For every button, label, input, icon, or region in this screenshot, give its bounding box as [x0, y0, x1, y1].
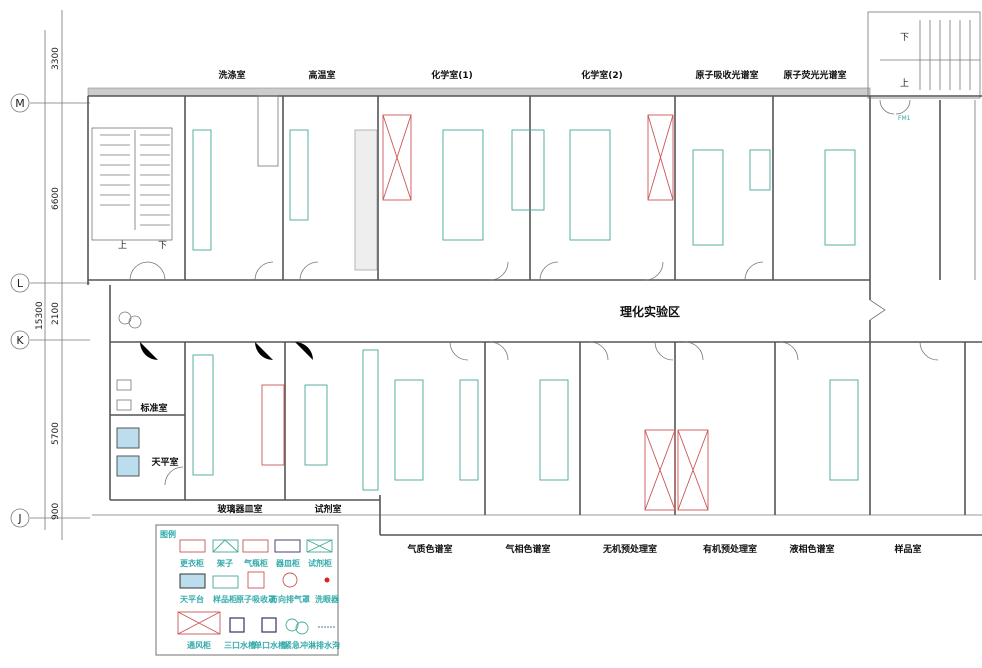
- legend: 图例 更衣柜 架子 气瓶柜 器皿柜 试剂柜 天平台 样品柜 原子吸收罩 万向排气…: [155, 524, 340, 656]
- room-label: 标准室: [139, 402, 167, 414]
- room-label: 气质色谱室: [406, 543, 452, 555]
- stairwell-left: 上 下: [91, 127, 173, 251]
- room-label: 化学室(1): [431, 69, 473, 81]
- room-label: 原子吸收光谱室: [695, 69, 758, 81]
- room-label: 气相色谱室: [504, 543, 550, 555]
- svg-text:排水沟: 排水沟: [316, 640, 340, 650]
- room-labels-bottom: 玻璃器皿室 试剂室 气质色谱室 气相色谱室 无机预处理室 有机预处理室 液相色谱…: [217, 503, 921, 555]
- room-labels-left: 标准室 天平室: [139, 402, 178, 468]
- svg-text:三口水槽: 三口水槽: [224, 640, 256, 650]
- room-label: 有机预处理室: [703, 543, 757, 555]
- svg-text:5700: 5700: [51, 422, 61, 445]
- corridor-label: 理化实验区: [620, 304, 680, 319]
- door-label-fm1: FM1: [898, 115, 911, 122]
- room-label: 玻璃器皿室: [217, 503, 262, 515]
- equipment: [116, 95, 859, 511]
- svg-text:更衣柜: 更衣柜: [180, 558, 204, 568]
- stairwell-right: 下 上: [880, 20, 980, 90]
- svg-text:2100: 2100: [51, 302, 61, 325]
- room-label: 无机预处理室: [602, 543, 657, 555]
- svg-text:900: 900: [51, 503, 61, 520]
- room-label: 化学室(2): [581, 69, 623, 81]
- room-label: 液相色谱室: [789, 543, 834, 555]
- svg-text:下: 下: [900, 33, 909, 43]
- svg-text:天平台: 天平台: [180, 594, 204, 604]
- axis-label-l: L: [17, 277, 24, 290]
- svg-text:上: 上: [900, 78, 909, 89]
- dimension-labels: 3300 6600 2100 5700 900 15300: [35, 47, 61, 520]
- axis-label-k: K: [16, 334, 24, 347]
- axis-markers: M L K J: [10, 93, 30, 528]
- room-label: 样品室: [894, 543, 921, 555]
- axis-label-j: J: [17, 512, 21, 525]
- svg-text:6600: 6600: [51, 187, 61, 210]
- room-label: 原子荧光光谱室: [783, 69, 846, 81]
- room-label: 天平室: [151, 456, 178, 468]
- room-labels-top: 洗涤室 高温室 化学室(1) 化学室(2) 原子吸收光谱室 原子荧光光谱室: [218, 69, 846, 81]
- svg-text:洗眼器: 洗眼器: [315, 594, 340, 604]
- svg-text:单口水槽: 单口水槽: [254, 640, 286, 650]
- room-label: 洗涤室: [218, 69, 245, 81]
- svg-text:15300: 15300: [35, 301, 45, 330]
- svg-text:样品柜: 样品柜: [213, 594, 237, 604]
- svg-text:原子吸收罩: 原子吸收罩: [236, 594, 276, 604]
- room-label: 高温室: [308, 69, 335, 81]
- svg-text:试剂柜: 试剂柜: [308, 558, 332, 568]
- svg-text:下: 下: [158, 241, 167, 251]
- svg-text:架子: 架子: [216, 558, 233, 568]
- svg-text:紧急冲淋: 紧急冲淋: [284, 640, 316, 650]
- svg-text:3300: 3300: [51, 47, 61, 70]
- axis-lines: [30, 10, 90, 540]
- walls: [87, 11, 982, 536]
- axis-label-m: M: [15, 97, 25, 110]
- svg-text:万向排气罩: 万向排气罩: [269, 594, 310, 604]
- room-label: 试剂室: [314, 503, 341, 515]
- legend-title: 图例: [160, 529, 176, 539]
- svg-text:器皿柜: 器皿柜: [275, 558, 300, 568]
- svg-text:通风柜: 通风柜: [187, 640, 211, 650]
- doors: FM1: [129, 99, 939, 486]
- svg-text:上: 上: [118, 240, 127, 251]
- svg-text:气瓶柜: 气瓶柜: [243, 558, 268, 568]
